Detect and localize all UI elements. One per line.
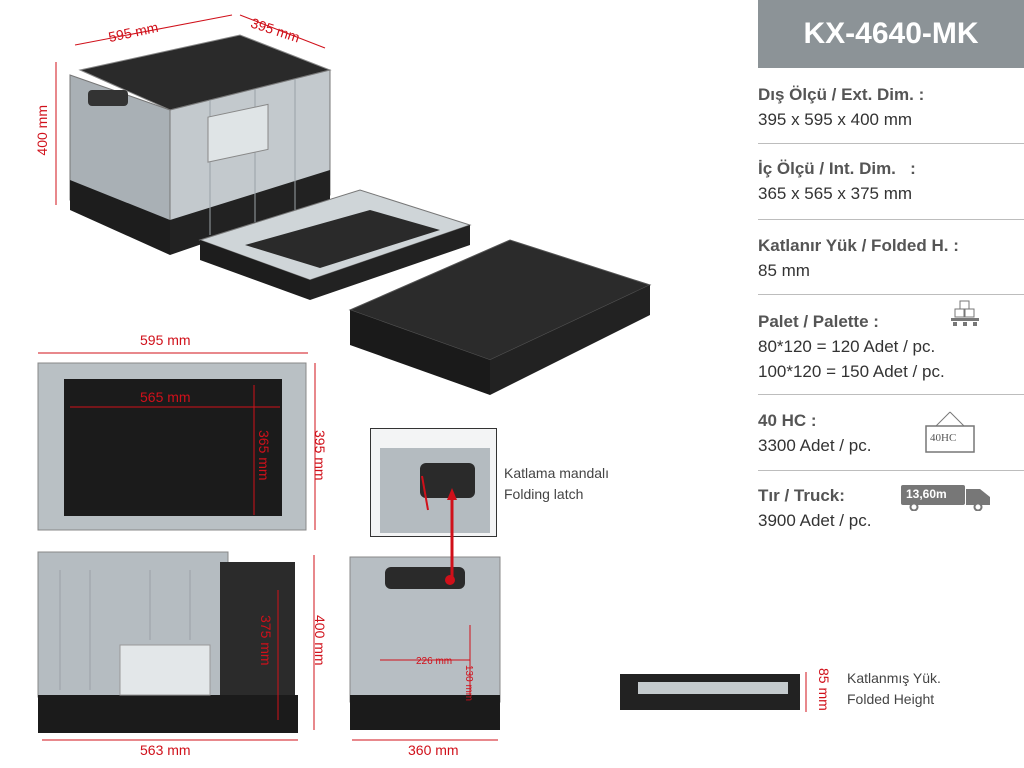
dim-folded-height: 85 mm [816,668,832,711]
spec-ext-label: Dış Ölçü / Ext. Dim. : [758,85,925,104]
crate-isometric-illustration [69,34,652,395]
latch-caption: Katlama mandalı Folding latch [504,463,609,505]
folded-caption: Katlanmış Yük. Folded Height [847,668,941,710]
dim-plan-inner-depth: 365 mm [256,430,272,481]
spec-int-dim: İç Ölçü / Int. Dim. : 365 x 565 x 375 mm [758,156,1024,206]
divider [758,394,1024,395]
latch-caption-tr: Katlama mandalı [504,465,610,481]
front-view-illustration [349,556,501,741]
spec-truck-label: Tır / Truck: [758,486,845,505]
folded-crate-illustration [620,672,807,712]
product-code-header: KX-4640-MK [758,0,1024,68]
spec-pallet-label: Palet / Palette : [758,312,879,331]
dim-side-inner-height: 375 mm [258,615,274,666]
spec-40hc-value: 3300 Adet / pc. [758,436,872,455]
dim-handle-width: 226 mm [416,656,453,667]
dim-handle-height: 130 mm [463,665,474,702]
spec-folded-value: 85 mm [758,261,810,280]
truck-icon-label: 13,60m [906,487,947,501]
dim-front-width: 360 mm [408,742,459,758]
spec-truck: Tır / Truck: 3900 Adet / pc. [758,483,1024,533]
spec-ext-value: 395 x 595 x 400 mm [758,110,913,129]
folded-caption-tr: Katlanmış Yük. [847,670,941,686]
plan-view-illustration [37,352,316,531]
spec-truck-value: 3900 Adet / pc. [758,511,872,530]
container-icon-label: 40HC [930,432,957,444]
spec-ext-dim: Dış Ölçü / Ext. Dim. : 395 x 595 x 400 m… [758,82,1024,132]
dim-lines-top [55,14,326,205]
dim-plan-outer-depth: 395 mm [312,430,328,481]
spec-int-value: 365 x 565 x 375 mm [758,184,913,203]
spec-folded-height: Katlanır Yük / Folded H. : 85 mm [758,233,1024,283]
latch-caption-en: Folding latch [504,486,584,502]
spec-folded-label: Katlanır Yük / Folded H. : [758,236,959,255]
side-view-illustration [37,551,315,741]
spec-pallet: Palet / Palette : 80*120 = 120 Adet / pc… [758,309,1024,384]
dim-side-inner-width: 563 mm [140,742,191,758]
spec-pallet-value-1: 80*120 = 120 Adet / pc. [758,337,936,356]
spec-pallet-value-2: 100*120 = 150 Adet / pc. [758,362,945,381]
pallet-icon [951,300,979,326]
folded-caption-en: Folded Height [847,691,935,707]
divider [758,219,1024,220]
spec-40hc: 40 HC : 3300 Adet / pc. [758,408,1024,458]
container-icon: 40HC [924,410,976,456]
dim-plan-inner-width: 565 mm [140,389,191,405]
truck-icon: 13,60m [900,483,992,511]
spec-int-label: İç Ölçü / Int. Dim. : [758,159,916,178]
latch-detail-illustration [370,428,497,580]
divider [758,143,1024,144]
divider [758,470,1024,471]
dim-side-outer-height: 400 mm [312,615,328,666]
divider [758,294,1024,295]
dim-plan-outer-width: 595 mm [140,332,191,348]
spec-40hc-label: 40 HC : [758,411,817,430]
